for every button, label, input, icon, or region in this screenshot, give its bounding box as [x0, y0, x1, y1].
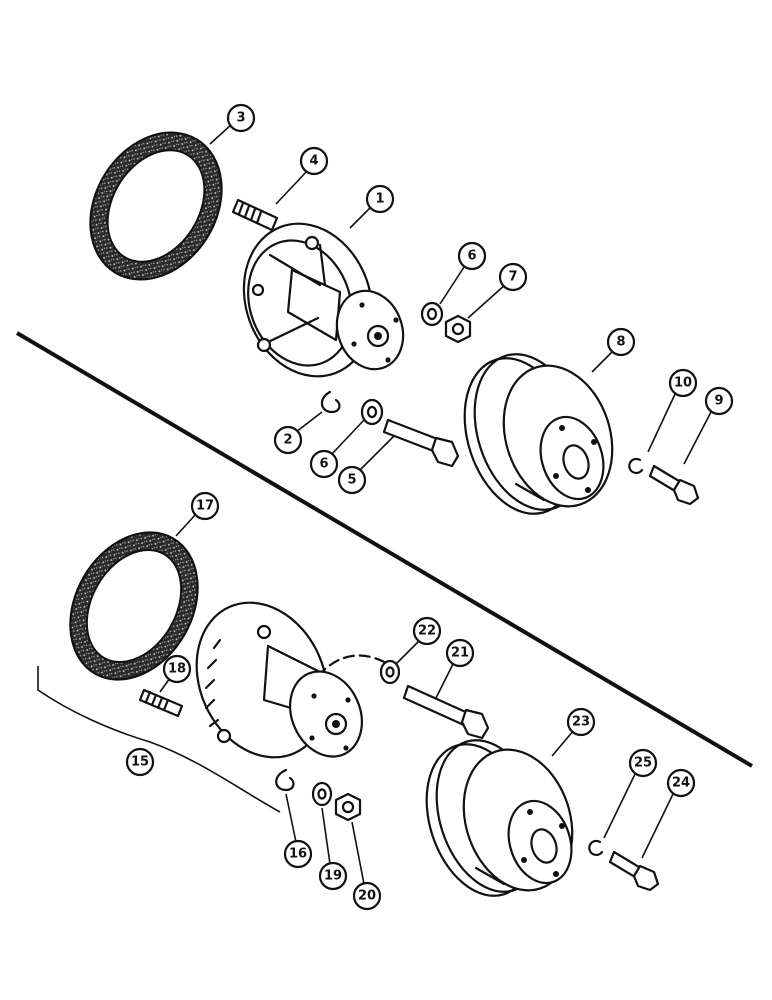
callout-lower-19: 19 [318, 807, 348, 891]
nut-lower [334, 792, 362, 822]
washer-lower-a [379, 659, 401, 685]
washer-upper-a [420, 301, 444, 327]
callout-lower-18: 18 [159, 654, 192, 693]
nut-upper [444, 314, 472, 344]
bolt-lower-a [402, 684, 490, 740]
bolt-lower-b [608, 850, 660, 892]
pulley-upper [463, 353, 614, 515]
pump-housing-upper [242, 222, 405, 378]
callout-lower-22: 22 [395, 616, 442, 665]
svg-text:16: 16 [289, 847, 307, 862]
callout-lower-25: 25 [603, 748, 658, 839]
gasket-lower [69, 531, 199, 681]
bolt-upper-b [648, 464, 700, 506]
callout-upper-6b: 6 [309, 419, 365, 479]
callout-upper-5: 5 [337, 435, 395, 495]
svg-text:9: 9 [714, 394, 723, 409]
svg-text:24: 24 [672, 776, 690, 791]
svg-text:25: 25 [634, 756, 652, 771]
svg-text:1: 1 [375, 192, 384, 207]
section-divider-line [15, 331, 754, 768]
clip-lower [275, 768, 295, 792]
upper-callouts: 3 4 1 6 7 8 10 [209, 103, 734, 495]
pulley-lower [425, 739, 574, 897]
washer-upper-b [360, 398, 384, 426]
svg-text:22: 22 [418, 624, 436, 639]
callout-upper-9: 9 [683, 386, 734, 465]
callout-upper-2: 2 [273, 411, 323, 455]
svg-text:3: 3 [236, 111, 245, 126]
callout-lower-15: 15 [125, 747, 155, 777]
callout-upper-10: 10 [647, 368, 698, 453]
lockwasher-upper [628, 457, 644, 475]
clip-upper [320, 390, 341, 414]
svg-text:23: 23 [572, 715, 590, 730]
svg-text:5: 5 [347, 473, 356, 488]
callout-upper-7: 7 [467, 262, 528, 319]
lower-callouts: 17 22 21 23 18 15 25 [125, 491, 696, 911]
callout-lower-20: 20 [351, 821, 382, 911]
pump-housing-lower [195, 601, 390, 759]
callout-lower-21: 21 [435, 638, 475, 699]
svg-text:15: 15 [131, 755, 149, 770]
svg-text:20: 20 [358, 889, 376, 904]
svg-text:17: 17 [196, 499, 214, 514]
svg-text:19: 19 [324, 869, 342, 884]
svg-text:21: 21 [451, 646, 469, 661]
svg-text:18: 18 [168, 662, 186, 677]
callout-lower-17: 17 [175, 491, 220, 537]
callout-lower-16: 16 [283, 793, 313, 869]
gasket-upper [89, 131, 223, 281]
callout-upper-4: 4 [275, 146, 329, 205]
svg-text:8: 8 [616, 335, 625, 350]
callout-lower-23: 23 [551, 707, 596, 757]
svg-text:7: 7 [508, 270, 517, 285]
svg-text:4: 4 [309, 154, 318, 169]
lower-assembly [37, 531, 660, 897]
washer-lower-b [311, 781, 333, 807]
stud-upper [231, 198, 279, 232]
callout-upper-8: 8 [591, 327, 636, 373]
svg-text:6: 6 [319, 457, 328, 472]
stud-lower [138, 688, 184, 718]
callout-lower-24: 24 [641, 768, 696, 859]
lockwasher-lower [588, 839, 604, 857]
callout-upper-3: 3 [209, 103, 256, 145]
bracket-15 [37, 666, 281, 813]
svg-text:6: 6 [467, 249, 476, 264]
callout-upper-6a: 6 [439, 241, 487, 305]
svg-text:2: 2 [283, 433, 292, 448]
callout-upper-1: 1 [349, 184, 395, 229]
bolt-upper-a [382, 418, 460, 468]
svg-text:10: 10 [674, 376, 692, 391]
upper-assembly [89, 131, 700, 515]
